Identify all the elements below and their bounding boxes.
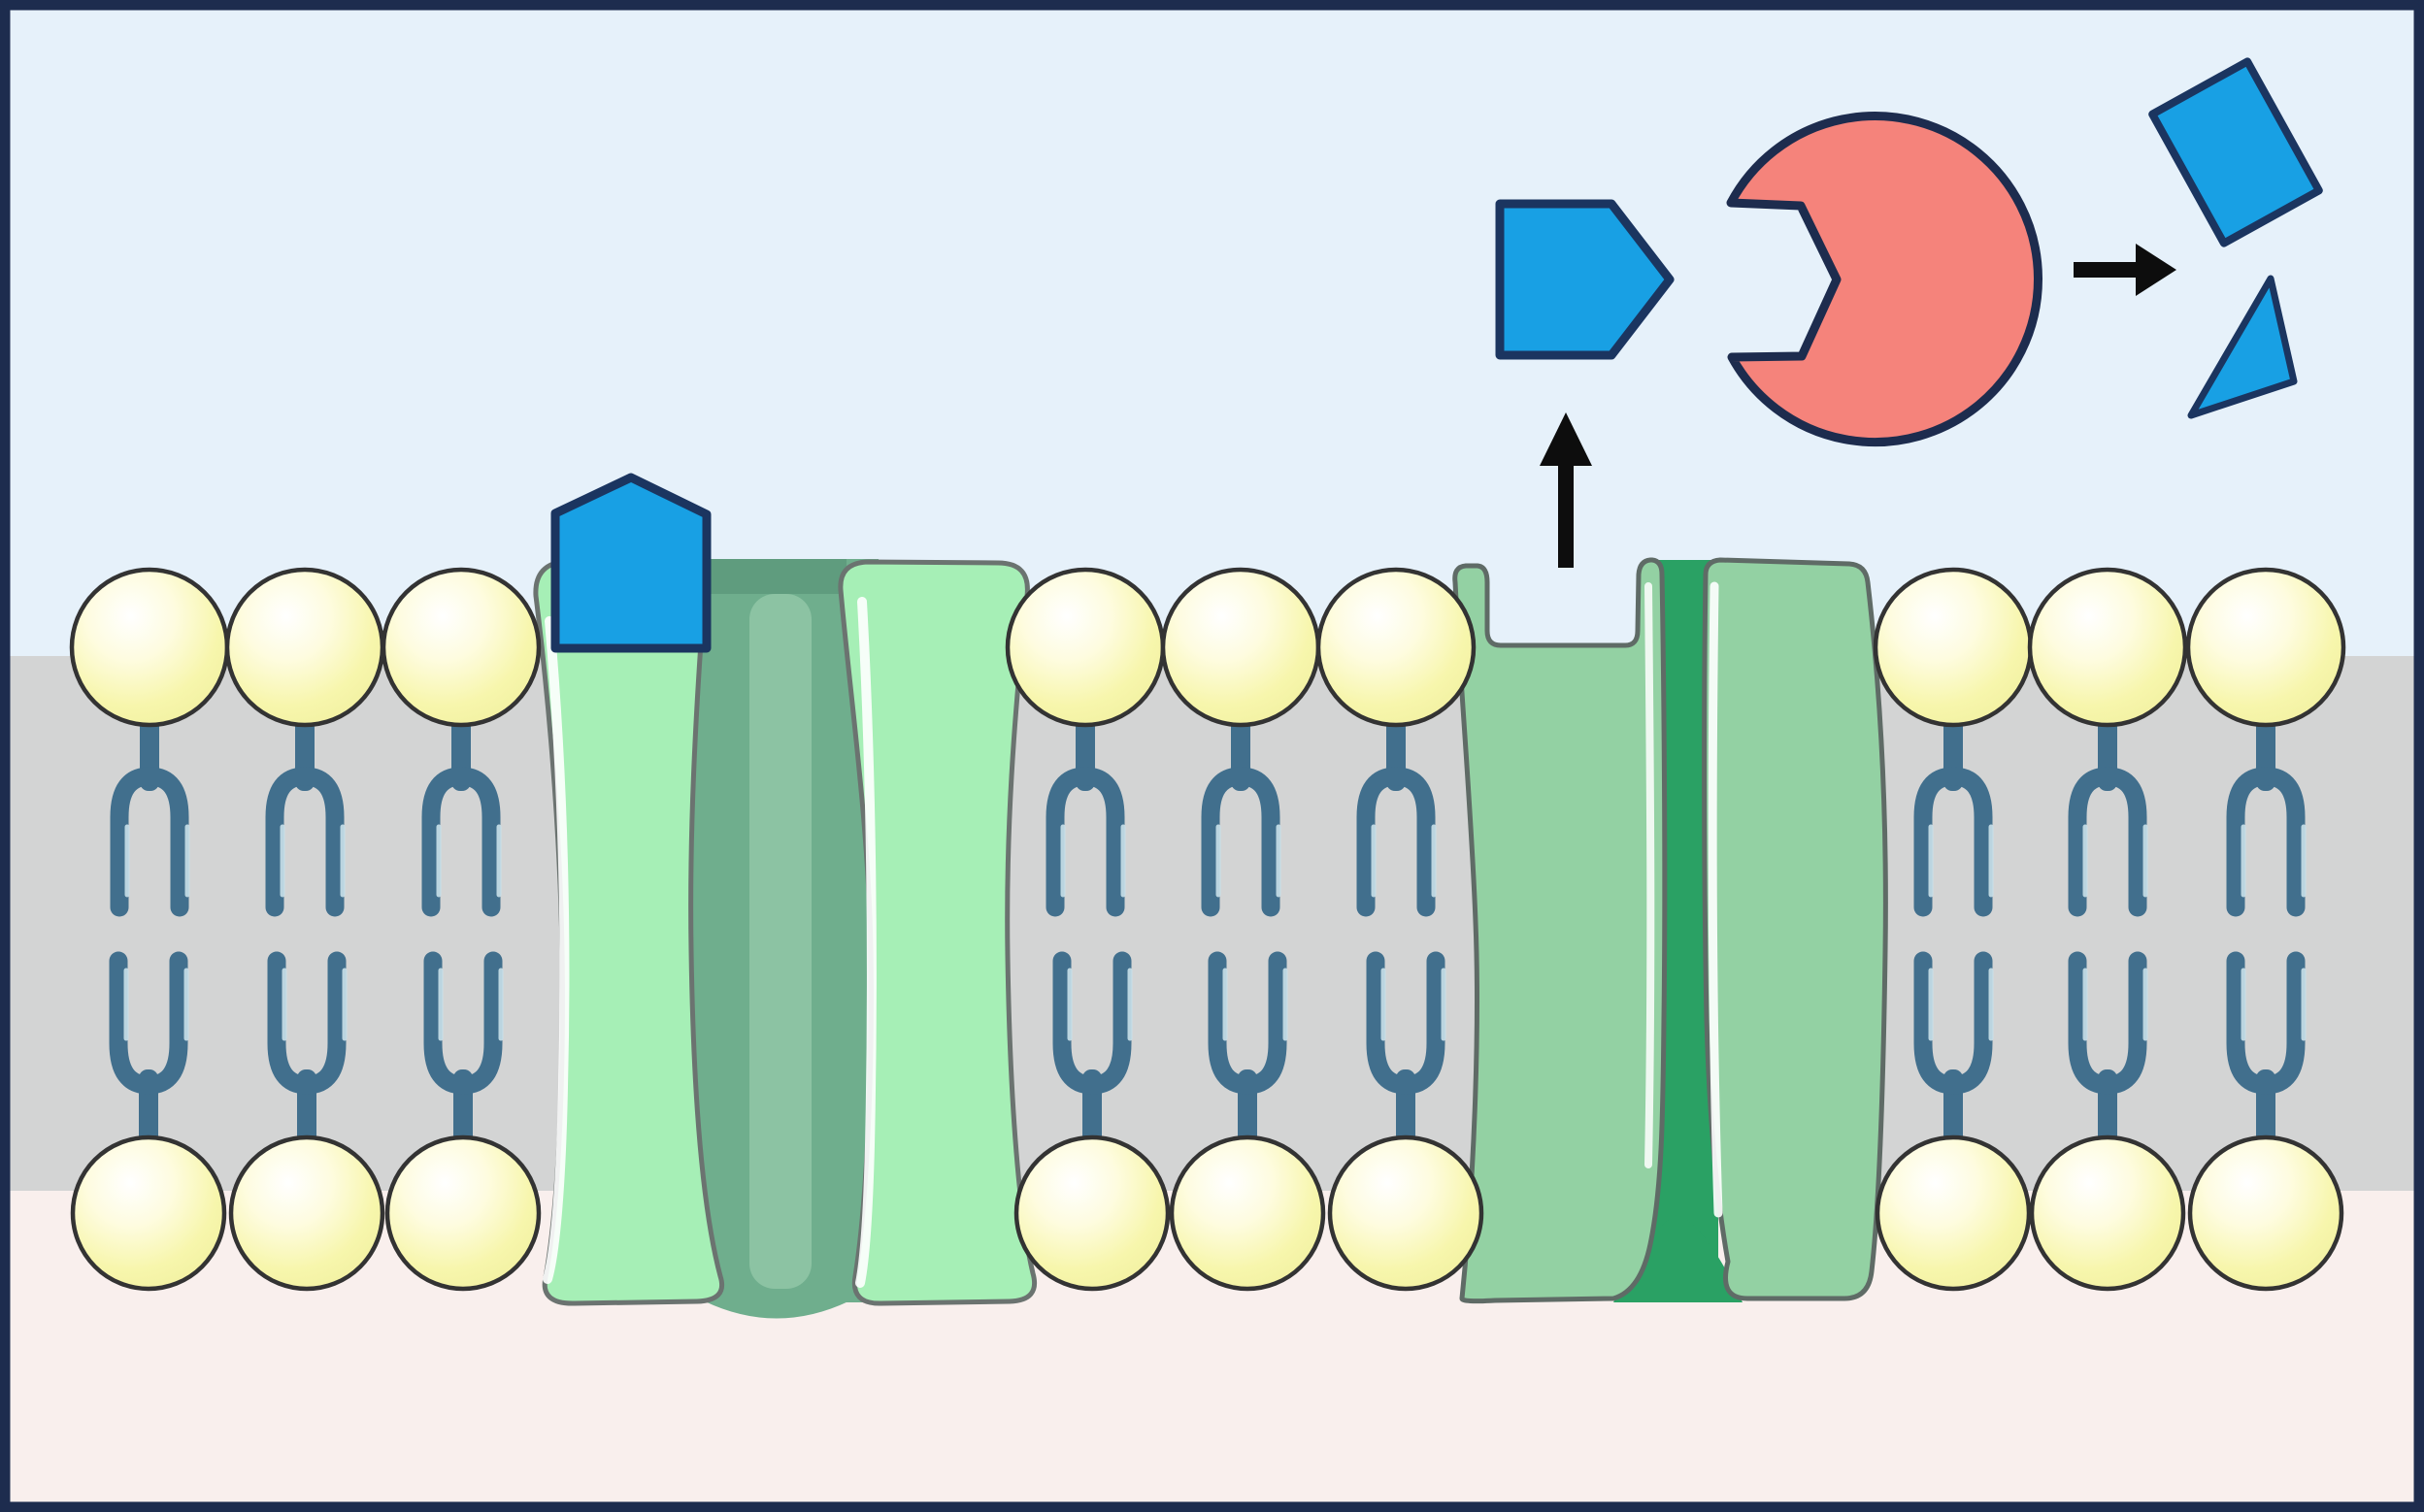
protein-pillar [1702, 557, 1888, 1301]
transport-protein-right [1452, 557, 1888, 1304]
enzyme [1726, 112, 2042, 447]
release-arrow-up-icon [1540, 412, 1592, 568]
reaction-arrow-right-icon [2074, 244, 2176, 296]
membrane-core-region [0, 656, 2424, 1191]
product-triangle [2187, 275, 2298, 419]
transport-protein-left [533, 556, 1037, 1319]
product-square [2148, 57, 2323, 247]
protein-pillar-notched [1452, 557, 1668, 1304]
bound-substrate-pentagon [550, 473, 712, 653]
channel-pore-stripe [749, 594, 812, 1289]
released-substrate-pentagon [1495, 199, 1675, 360]
